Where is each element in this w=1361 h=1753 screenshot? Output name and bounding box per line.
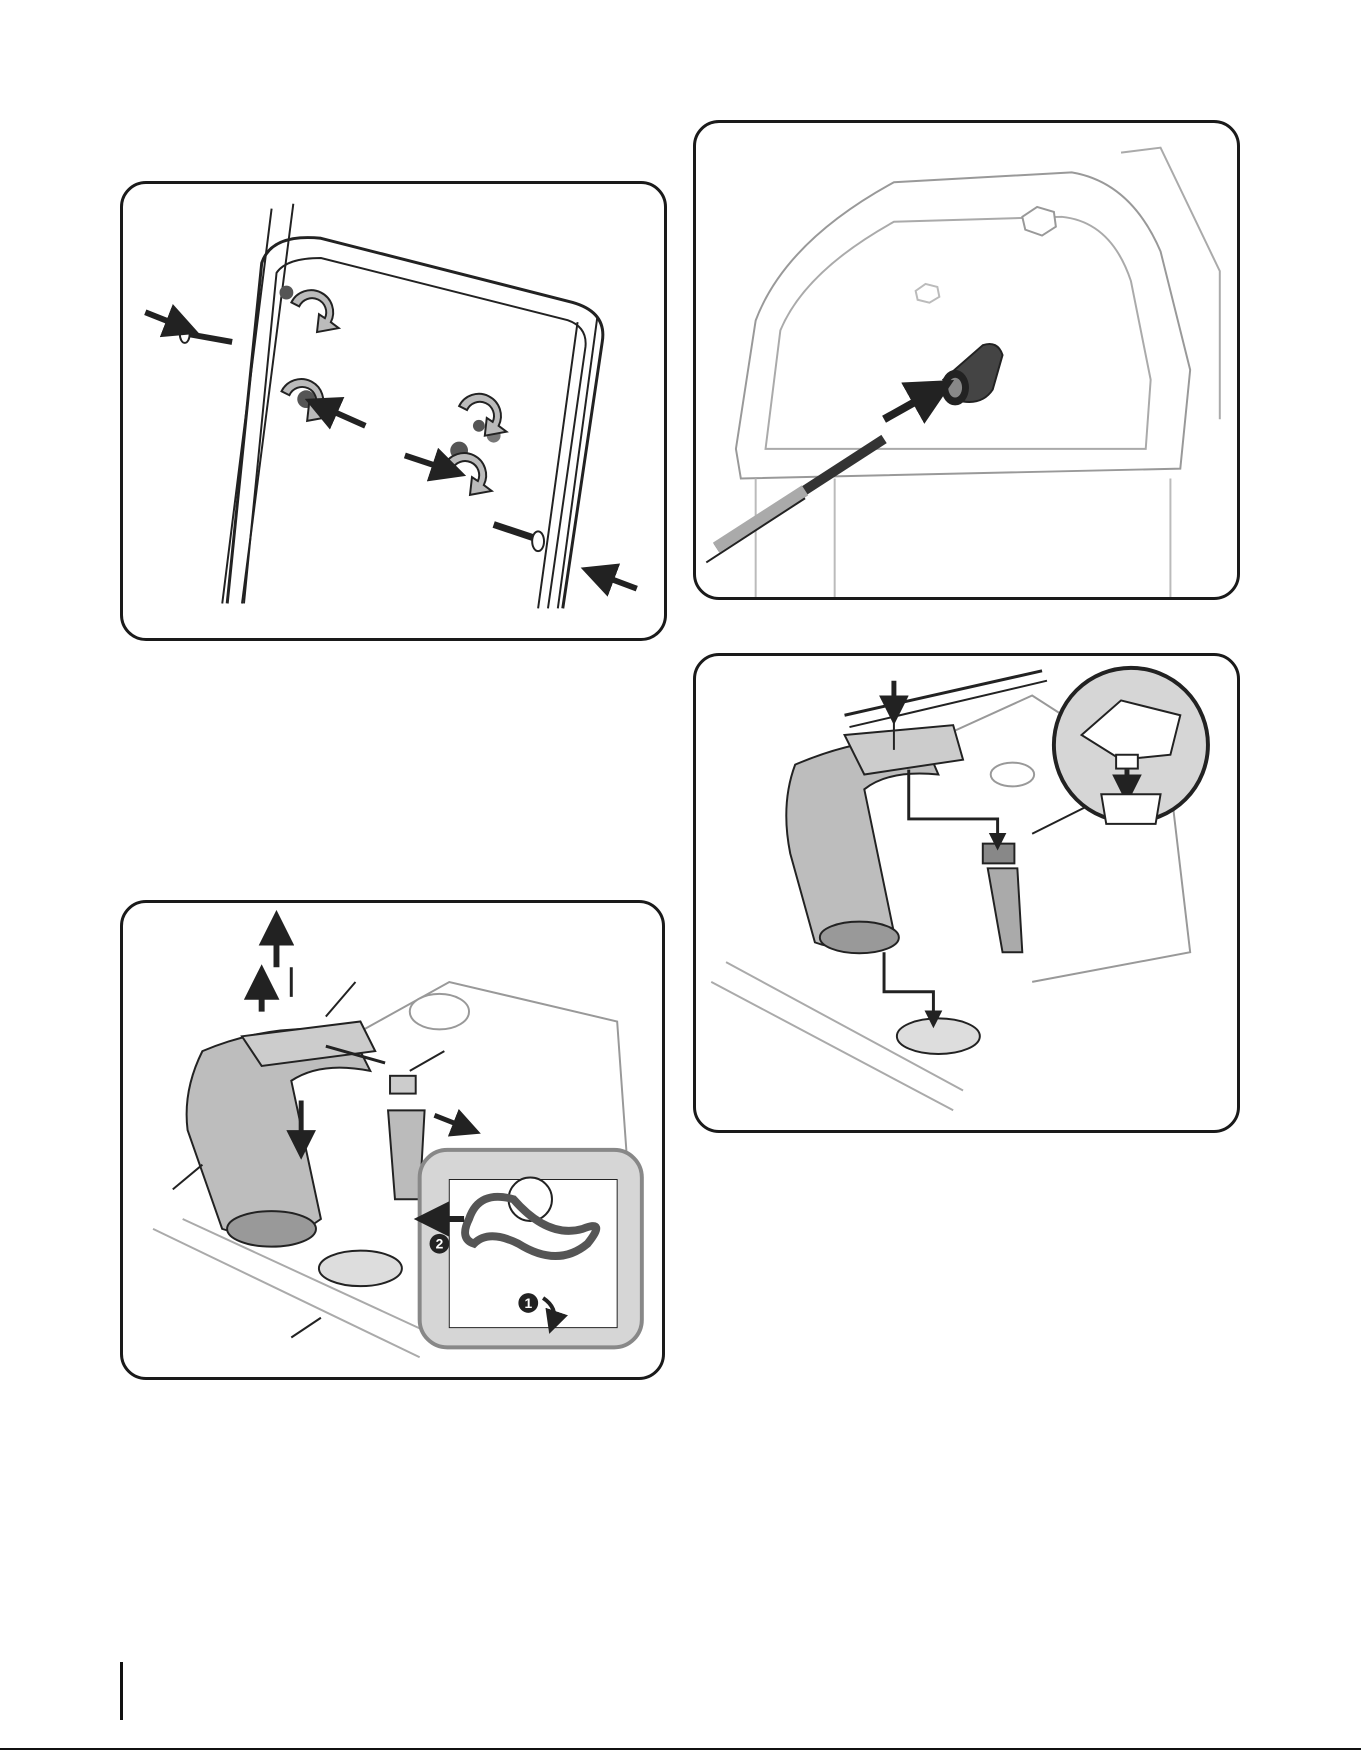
chute-icon bbox=[187, 1022, 376, 1247]
chute-installation-illustration bbox=[696, 656, 1237, 1130]
step-2-label: 2 bbox=[436, 1236, 444, 1252]
nut-icon bbox=[473, 420, 485, 432]
arrow-icon bbox=[597, 574, 636, 589]
footer-rule bbox=[0, 1748, 1361, 1750]
handle-assembly-figure bbox=[120, 181, 667, 641]
page-edge-bar bbox=[120, 1662, 123, 1720]
chute-icon bbox=[786, 725, 963, 953]
arrow-icon bbox=[434, 1115, 467, 1128]
arrow-icon bbox=[405, 455, 449, 470]
arrow-icon bbox=[145, 312, 183, 327]
magnifier-inset-icon bbox=[1032, 668, 1208, 834]
chute-rod-illustration bbox=[696, 123, 1237, 597]
rotate-arrow-icon bbox=[444, 453, 491, 495]
chute-removal-illustration: 2 1 bbox=[123, 903, 662, 1377]
bolt-icon bbox=[494, 525, 544, 552]
bracket-icon bbox=[983, 844, 1023, 953]
bolt-icon bbox=[180, 325, 232, 343]
handle-assembly-illustration bbox=[123, 184, 664, 638]
chute-removal-figure: 2 1 bbox=[120, 900, 665, 1380]
step-1-label: 1 bbox=[524, 1295, 532, 1311]
rotate-arrow-icon bbox=[291, 290, 338, 332]
nut-icon bbox=[280, 286, 294, 300]
chute-installation-figure bbox=[693, 653, 1240, 1133]
chute-rod-insertion-figure bbox=[693, 120, 1240, 600]
hairpin-clip-inset: 2 1 bbox=[420, 1150, 642, 1348]
